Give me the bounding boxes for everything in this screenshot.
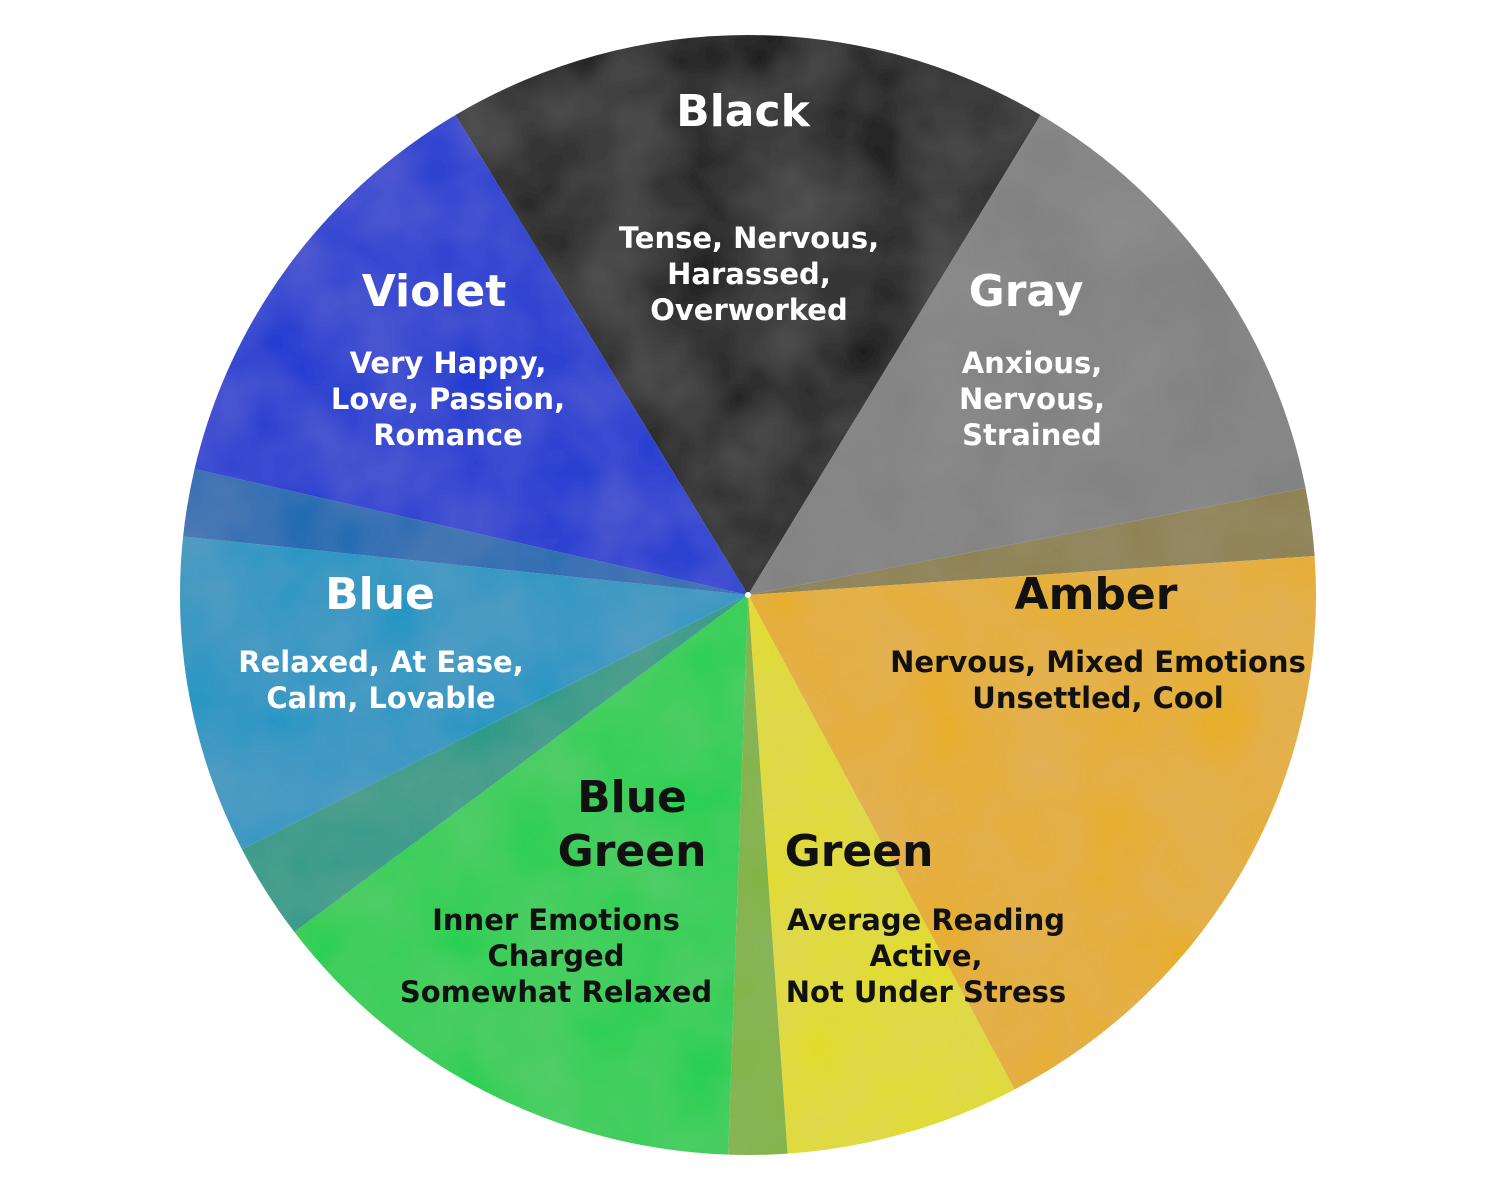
segment-desc-gray-line-2: Nervous, — [959, 382, 1105, 416]
slice-green — [728, 595, 788, 1156]
segment-desc-violet-line-3: Romance — [373, 418, 523, 452]
slice-bright-green-transition — [294, 595, 748, 1155]
segment-desc-violet-line-1: Very Happy, — [350, 346, 547, 380]
slice-blue-green — [241, 595, 748, 933]
segment-title-gray: Gray — [969, 266, 1084, 317]
segment-desc-green-line-2: Active, — [869, 939, 982, 973]
segment-desc-blue-line-2: Calm, Lovable — [266, 681, 495, 715]
segment-title-violet: Violet — [362, 266, 507, 317]
segment-title-blue: Blue — [325, 569, 435, 620]
slice-gray — [748, 114, 1306, 596]
slice-black — [455, 35, 1041, 595]
segment-title-amber: Amber — [1015, 569, 1178, 620]
segment-desc-green-line-3: Not Under Stress — [786, 975, 1066, 1009]
slice-yellow-transition — [748, 595, 1015, 1154]
segment-desc-blue-green-line-1: Inner Emotions — [432, 903, 680, 937]
wheel-slices — [179, 35, 1317, 1156]
segment-desc-blue-green-line-3: Somewhat Relaxed — [400, 975, 712, 1009]
segment-title-blue-green-1: Blue — [577, 772, 687, 823]
segment-desc-gray-line-3: Strained — [962, 418, 1102, 452]
slice-violet — [455, 114, 748, 596]
segment-desc-blue-green-line-2: Charged — [488, 939, 625, 973]
wheel-center-dot — [745, 592, 751, 598]
segment-desc-amber-line-1: Nervous, Mixed Emotions — [890, 645, 1306, 679]
segment-desc-blue-line-1: Relaxed, At Ease, — [238, 645, 523, 679]
segment-title-black: Black — [676, 86, 811, 137]
slice-gray-amber-transition — [748, 488, 1315, 595]
slice-cyan-transition — [179, 536, 749, 850]
slice-blue — [183, 469, 749, 595]
slice-amber — [748, 555, 1317, 1090]
segment-title-blue-green-2: Green — [558, 826, 707, 877]
segment-desc-black-line-3: Overworked — [650, 293, 847, 327]
segment-desc-gray-line-1: Anxious, — [962, 346, 1103, 380]
slice-bright-blue-transition — [194, 114, 748, 596]
segment-desc-black-line-2: Harassed, — [667, 257, 831, 291]
segment-desc-violet-line-2: Love, Passion, — [331, 382, 565, 416]
segment-desc-green-line-1: Average Reading — [787, 903, 1065, 937]
segment-desc-amber-line-2: Unsettled, Cool — [972, 681, 1223, 715]
segment-desc-black-line-1: Tense, Nervous, — [619, 221, 879, 255]
segment-title-green: Green — [785, 826, 934, 877]
